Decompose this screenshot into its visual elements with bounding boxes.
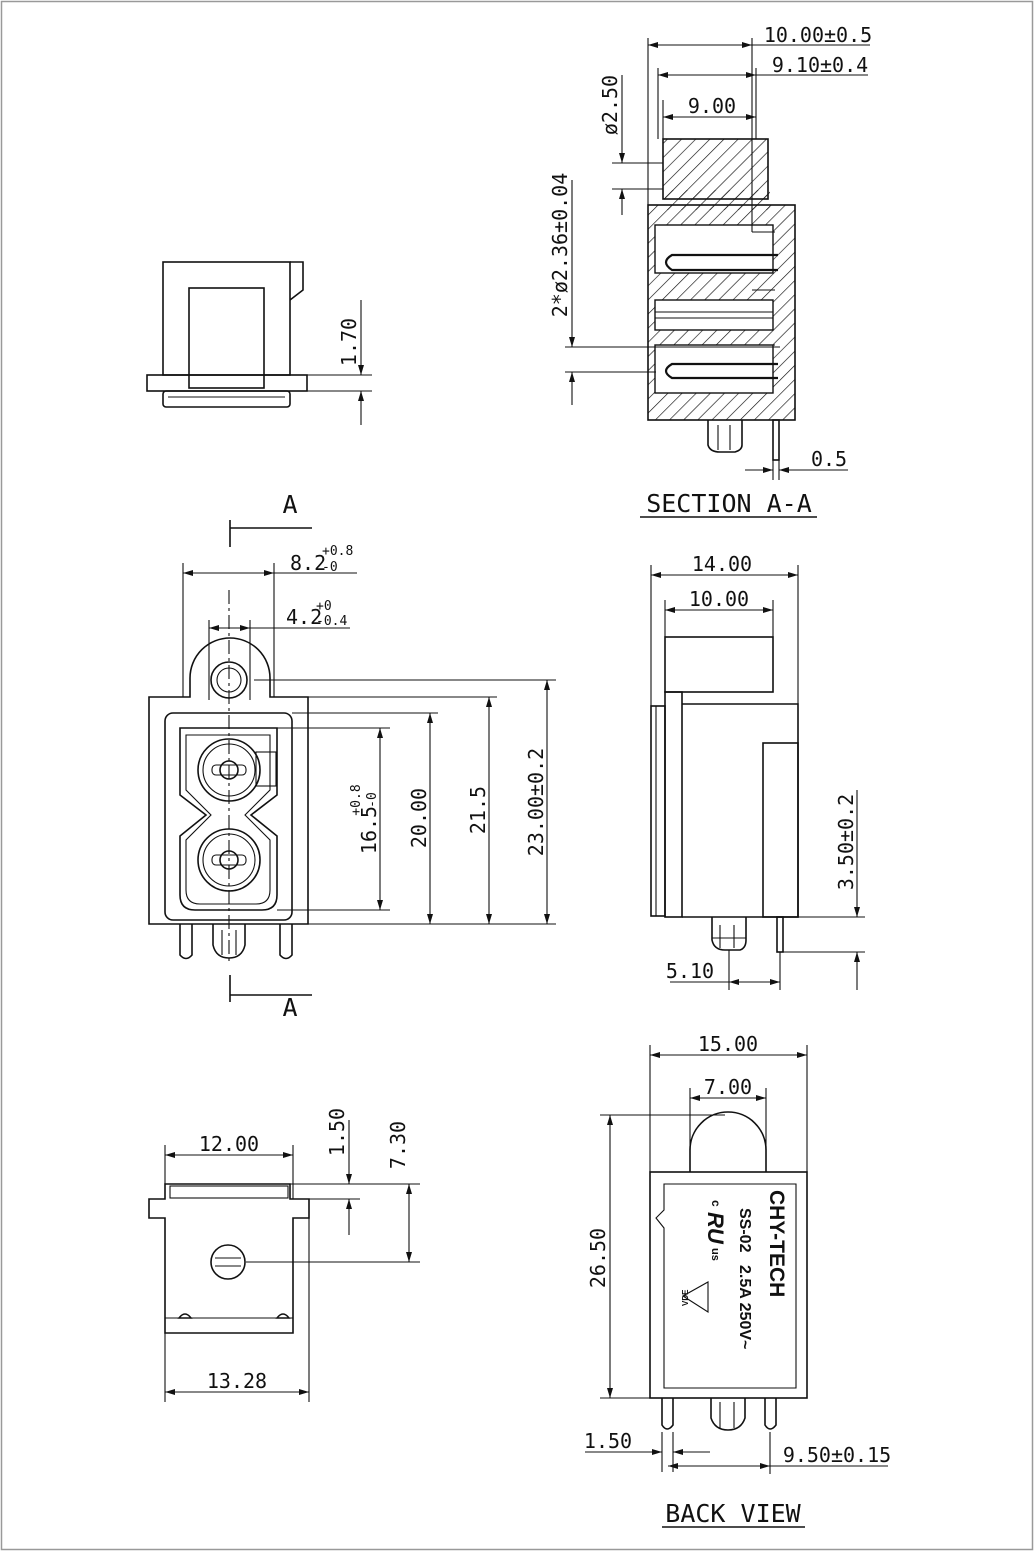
dim-15-00: 15.00 — [698, 1032, 758, 1056]
dim-16-5-base: 16.5 — [357, 806, 381, 854]
dim-phi-2-50: ø2.50 — [598, 75, 622, 135]
rating-label: 2.5A 250V~ — [736, 1265, 753, 1349]
dim-0-5: 0.5 — [811, 447, 847, 471]
section-marker-top: A — [282, 490, 297, 519]
dim-23-00: 23.00±0.2 — [524, 748, 548, 856]
dim-9-00: 9.00 — [688, 94, 736, 118]
back-view: CHY-TECH SS-02 2.5A 250V~ c RU us VDE 15… — [584, 1032, 891, 1528]
dim-4-2-base: 4.2 — [286, 605, 322, 629]
dim-3-50: 3.50±0.2 — [834, 794, 858, 890]
dim-12-00: 12.00 — [199, 1132, 259, 1156]
dim-21-5: 21.5 — [466, 786, 490, 834]
model-label: SS-02 — [736, 1208, 753, 1253]
front-view: A A 8.2 +0.8 -0 — [148, 490, 556, 1022]
vde-label: VDE — [681, 1289, 690, 1306]
dim-1-50-b: 1.50 — [584, 1429, 632, 1453]
section-marker-bottom: A — [282, 993, 297, 1022]
dim-9-10: 9.10±0.4 — [772, 53, 868, 77]
section-a-a-view: 10.00±0.5 9.10±0.4 9.00 ø2.50 2*ø2.36±0.… — [548, 23, 872, 518]
dim-7-30: 7.30 — [386, 1121, 410, 1169]
dim-16-5-lower: -0 — [365, 792, 380, 808]
top-view: 1.70 — [146, 261, 372, 425]
dim-8-2-base: 8.2 — [290, 551, 326, 575]
dim-5-10: 5.10 — [666, 959, 714, 983]
dim-20-00: 20.00 — [407, 788, 431, 848]
dim-8-2-lower: -0 — [322, 560, 338, 575]
bottom-view: 12.00 1.50 7.30 13.28 — [148, 1108, 420, 1402]
side-view: 14.00 10.00 3.50±0.2 5.10 — [650, 552, 865, 990]
dim-13-28: 13.28 — [207, 1369, 267, 1393]
dim-8-2-upper: +0.8 — [322, 544, 353, 559]
dim-2x-phi-2-36: 2*ø2.36±0.04 — [548, 173, 572, 318]
dim-10-00-tol: 10.00±0.5 — [764, 23, 872, 47]
section-a-a-title: SECTION A-A — [646, 489, 812, 518]
cert-ru-label: RU — [703, 1212, 728, 1245]
back-view-title: BACK VIEW — [665, 1499, 801, 1528]
brand-label: CHY-TECH — [765, 1190, 788, 1297]
cert-c-label: c — [709, 1200, 723, 1207]
dim-9-50: 9.50±0.15 — [783, 1443, 891, 1467]
dim-4-2-upper: +0 — [316, 599, 332, 614]
vde-triangle-icon — [681, 1281, 709, 1314]
dim-1-50-a: 1.50 — [325, 1108, 349, 1156]
dim-1-70: 1.70 — [337, 318, 361, 366]
dim-10-00-side: 10.00 — [689, 587, 749, 611]
dim-26-50: 26.50 — [586, 1228, 610, 1288]
cert-us-label: us — [709, 1248, 721, 1261]
dim-14-00: 14.00 — [692, 552, 752, 576]
dim-16-5-upper: +0.8 — [349, 784, 364, 815]
dim-4-2-lower: -0.4 — [316, 614, 347, 629]
dim-7-00: 7.00 — [704, 1075, 752, 1099]
